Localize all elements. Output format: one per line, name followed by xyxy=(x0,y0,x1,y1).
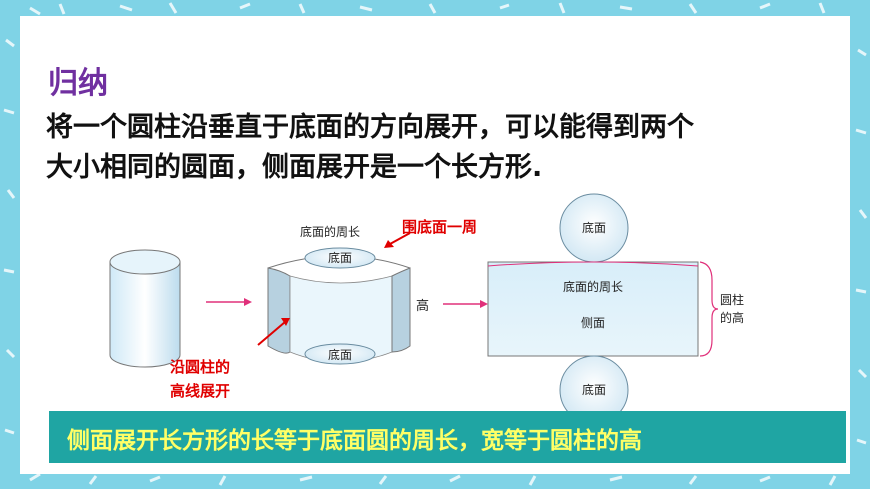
summary-line-2: 大小相同的圆面，侧面展开是一个长方形. xyxy=(46,152,543,183)
content-panel xyxy=(20,16,850,474)
solid-cylinder xyxy=(109,249,181,368)
cut-line-annotation-1: 沿圆柱的 xyxy=(170,358,230,376)
base-circle-top-label: 底面 xyxy=(582,220,606,235)
summary-line-1: 将一个圆柱沿垂直于底面的方向展开，可以能得到两个 xyxy=(46,112,694,143)
rect-circumference-label: 底面的周长 xyxy=(563,279,623,294)
annotation-arrow-icon xyxy=(257,232,411,346)
arrow-right-icon xyxy=(206,298,252,306)
cylinder-height-label-1: 圆柱 xyxy=(720,292,744,307)
base-label-cylinder-top: 底面 xyxy=(328,250,352,265)
around-base-annotation: 围底面一周 xyxy=(402,218,477,236)
section-heading: 归纳 xyxy=(48,66,108,101)
circumference-label: 底面的周长 xyxy=(300,224,360,239)
conclusion-banner: 侧面展开长方形的长等于底面圆的周长，宽等于圆柱的高 xyxy=(49,411,846,463)
height-label: 高 xyxy=(416,298,429,314)
unrolling-cylinder xyxy=(267,247,411,365)
arrow-right-icon xyxy=(443,300,488,308)
conclusion-text: 侧面展开长方形的长等于底面圆的周长，宽等于圆柱的高 xyxy=(67,428,642,454)
cylinder-net xyxy=(487,193,719,425)
base-circle-bottom-label: 底面 xyxy=(582,382,606,397)
cylinder-height-label-2: 的高 xyxy=(720,310,744,325)
base-label-cylinder-bottom: 底面 xyxy=(328,347,352,362)
cut-line-annotation-2: 高线展开 xyxy=(170,382,230,400)
summary-paragraph: 将一个圆柱沿垂直于底面的方向展开，可以能得到两个 大小相同的圆面，侧面展开是一个… xyxy=(46,108,846,188)
lateral-face-label: 侧面 xyxy=(581,316,605,330)
